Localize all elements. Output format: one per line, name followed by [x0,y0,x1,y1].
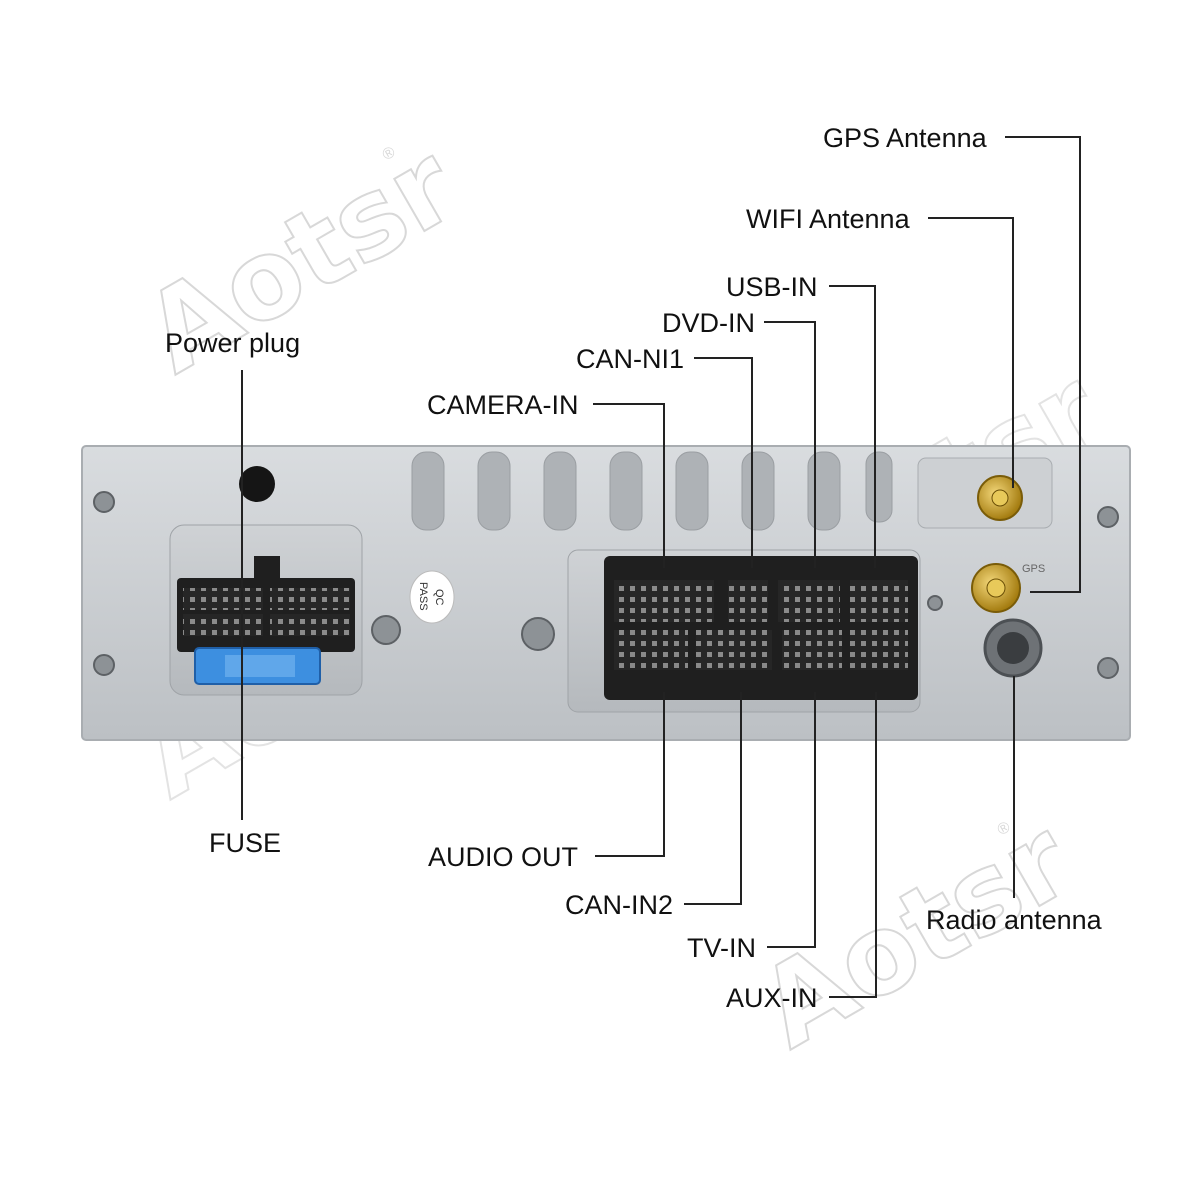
label-power-plug: Power plug [165,328,300,358]
reset-hole [239,466,275,502]
svg-text:GPS: GPS [1022,563,1045,575]
label-gps-antenna: GPS Antenna [823,123,988,153]
label-fuse: FUSE [209,828,281,858]
label-audio-out: AUDIO OUT [428,842,578,872]
svg-text:PASS: PASS [417,582,429,611]
radio-antenna-port [985,620,1041,676]
label-can-in2: CAN-IN2 [565,890,673,920]
multi-connector-block [604,556,918,700]
qc-pass-stamp: QC PASS [410,571,454,623]
label-usb-in: USB-IN [726,272,818,302]
label-radio-antenna: Radio antenna [926,905,1103,935]
head-unit-rear-panel: QC PASS [82,446,1130,740]
svg-text:QC: QC [433,589,445,606]
label-wifi-antenna: WIFI Antenna [746,204,911,234]
fuse [195,648,320,684]
label-aux-in: AUX-IN [726,983,818,1013]
wifi-antenna-port [978,476,1022,520]
label-dvd-in: DVD-IN [662,308,755,338]
label-can-ni1: CAN-NI1 [576,344,684,374]
label-tv-in: TV-IN [687,933,756,963]
label-camera-in: CAMERA-IN [427,390,579,420]
